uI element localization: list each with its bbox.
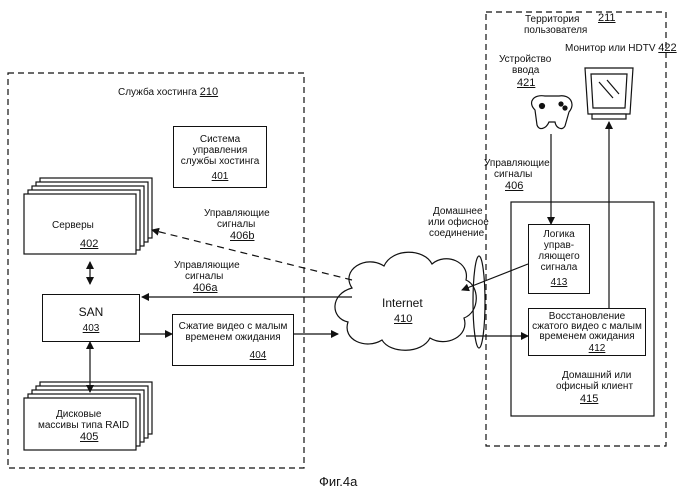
- signals-406-line2: сигналы: [494, 169, 532, 180]
- san-number: 403: [43, 323, 139, 334]
- monitor-number: 422: [658, 42, 676, 54]
- user-territory-number: 211: [598, 13, 616, 24]
- signals-406b-number: 406b: [230, 231, 254, 242]
- video-decompression-number: 412: [549, 343, 645, 354]
- home-connection-line3: соединение: [429, 228, 484, 239]
- home-client-line1: Домашний или: [562, 370, 631, 381]
- hosting-number: 210: [200, 86, 218, 98]
- user-territory-line1: Территория: [525, 14, 579, 25]
- raid-line2: массивы типа RAID: [38, 420, 129, 431]
- control-logic-number: 413: [529, 277, 589, 288]
- monitor-icon: [585, 68, 633, 119]
- hosting-control-number: 401: [174, 171, 266, 182]
- gamepad-icon: [532, 96, 572, 129]
- home-client-number: 415: [580, 394, 598, 405]
- video-compression-line1: Сжатие видео с малым: [173, 321, 293, 332]
- home-client-line2: офисный клиент: [556, 381, 633, 392]
- monitor-label: Монитор или HDTV: [565, 43, 656, 54]
- control-logic-box: Логика управ- ляющего сигнала 413: [528, 224, 590, 294]
- home-connection-line1: Домашнее: [433, 206, 483, 217]
- control-logic-line1: Логика: [529, 229, 589, 240]
- home-connection-line2: или офисное: [428, 217, 489, 228]
- signals-406-line1: Управляющие: [484, 158, 550, 169]
- servers-number: 402: [80, 239, 98, 250]
- figure-caption: Фиг.4а: [319, 475, 357, 489]
- hosting-control-line2: управления: [174, 145, 266, 156]
- control-logic-line3: ляющего: [529, 251, 589, 262]
- input-device-number: 421: [517, 78, 535, 89]
- input-device-line1: Устройство: [499, 54, 551, 65]
- video-compression-line2: временем ожидания: [173, 332, 293, 343]
- control-logic-line4: сигнала: [529, 262, 589, 273]
- control-logic-line2: управ-: [529, 240, 589, 251]
- raid-number: 405: [80, 432, 98, 443]
- signals-406b-line1: Управляющие: [204, 208, 270, 219]
- video-decompression-line3: временем ожидания: [529, 331, 645, 342]
- user-territory-line2: пользователя: [524, 25, 587, 36]
- signals-406a-line2: сигналы: [185, 271, 223, 282]
- hosting-title: Служба хостинга 210: [118, 87, 218, 98]
- input-device-line2: ввода: [512, 65, 539, 76]
- video-decompression-box: Восстановление сжатого видео с малым вре…: [528, 308, 646, 356]
- servers-label: Серверы: [52, 220, 94, 231]
- hosting-label: Служба хостинга: [118, 87, 197, 98]
- signals-406-number: 406: [505, 181, 523, 192]
- hosting-control-system-box: Система управления службы хостинга 401: [173, 126, 267, 188]
- monitor-title: Монитор или HDTV 422: [565, 43, 677, 54]
- internet-label: Internet: [382, 297, 423, 310]
- video-compression-number: 404: [223, 350, 293, 361]
- hosting-control-line1: Система: [174, 134, 266, 145]
- signals-406a-line1: Управляющие: [174, 260, 240, 271]
- san-box: SAN 403: [42, 294, 140, 342]
- signals-406b-line2: сигналы: [217, 219, 255, 230]
- video-compression-box: Сжатие видео с малым временем ожидания 4…: [172, 314, 294, 366]
- raid-line1: Дисковые: [56, 409, 101, 420]
- internet-number: 410: [394, 314, 412, 325]
- san-label: SAN: [43, 306, 139, 319]
- signals-406a-number: 406a: [193, 283, 217, 294]
- hosting-control-line3: службы хостинга: [174, 156, 266, 167]
